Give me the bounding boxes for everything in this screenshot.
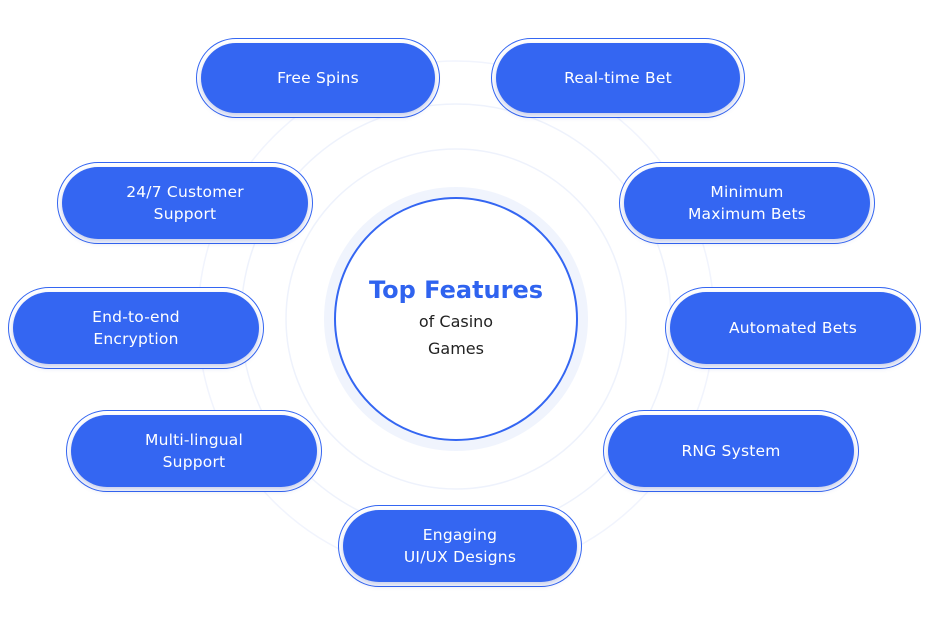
feature-multilingual: Multi-lingual Support bbox=[66, 410, 322, 492]
feature-label: 24/7 Customer Support bbox=[62, 167, 308, 239]
center-hub: Top Features of Casino Games bbox=[334, 197, 578, 441]
center-subtitle-line2: Games bbox=[428, 339, 484, 358]
feature-label: Multi-lingual Support bbox=[71, 415, 317, 487]
feature-free-spins: Free Spins bbox=[196, 38, 440, 118]
feature-label: RNG System bbox=[608, 415, 854, 487]
center-title: Top Features bbox=[368, 276, 544, 304]
feature-label: Free Spins bbox=[201, 43, 435, 113]
feature-real-time-bet: Real-time Bet bbox=[491, 38, 745, 118]
feature-customer-support: 24/7 Customer Support bbox=[57, 162, 313, 244]
center-subtitle: of Casino Games bbox=[419, 308, 493, 362]
feature-min-max-bets: Minimum Maximum Bets bbox=[619, 162, 875, 244]
feature-label: Real-time Bet bbox=[496, 43, 740, 113]
feature-automated-bets: Automated Bets bbox=[665, 287, 921, 369]
feature-rng-system: RNG System bbox=[603, 410, 859, 492]
feature-encryption: End-to-end Encryption bbox=[8, 287, 264, 369]
feature-label: End-to-end Encryption bbox=[13, 292, 259, 364]
feature-label: Minimum Maximum Bets bbox=[624, 167, 870, 239]
center-subtitle-line1: of Casino bbox=[418, 312, 494, 331]
feature-label: Engaging UI/UX Designs bbox=[343, 510, 577, 582]
feature-ui-ux: Engaging UI/UX Designs bbox=[338, 505, 582, 587]
feature-label: Automated Bets bbox=[670, 292, 916, 364]
